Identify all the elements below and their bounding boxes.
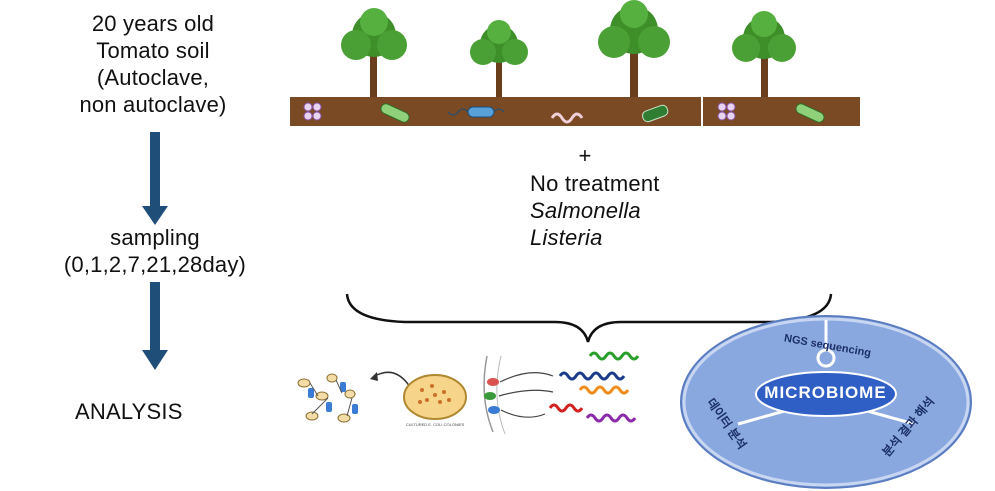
spore-icon [717, 102, 736, 121]
tree-icon [732, 11, 796, 98]
soil-line-1: 20 years old [91, 11, 215, 36]
soil-illustration [290, 0, 860, 126]
soil-line-4: non autoclave) [79, 92, 227, 117]
puzzle-center-label: MICROBIOME [764, 383, 887, 402]
cell-gel-icon [483, 355, 554, 435]
flagellated-bacterium-icon [447, 106, 505, 118]
sampling-block: sampling (0,1,2,7,21,28day) [20, 224, 290, 278]
sampling-label: sampling [110, 225, 200, 250]
petri-dish-icon [403, 374, 467, 420]
bacteria-cluster [297, 373, 358, 423]
spore-icon [303, 102, 322, 121]
tree-icon [598, 0, 670, 98]
soil-line-2: Tomato soil [96, 38, 210, 63]
sampling-days: (0,1,2,7,21,28day) [63, 252, 247, 277]
bacillus-icon [380, 103, 410, 123]
tree-icon [341, 8, 407, 98]
treatment-item-salmonella: Salmonella [530, 198, 641, 223]
plus-sign: + [578, 143, 592, 168]
soil-description: 20 years old Tomato soil (Autoclave, non… [28, 10, 278, 118]
treatment-item-none: No treatment [530, 171, 660, 196]
down-arrow-1 [142, 132, 168, 225]
microbiome-puzzle [680, 315, 972, 489]
treatment-list: No treatment Salmonella Listeria [530, 170, 790, 251]
bacillus-icon [795, 103, 825, 123]
rod-bacterium-icon [641, 104, 669, 123]
curved-arrow-icon [370, 371, 411, 388]
analysis-label: ANALYSIS [75, 399, 183, 424]
plate-caption: CULTURED E. COLI COLONIES [405, 422, 465, 427]
dna-sequences-icon [548, 351, 640, 423]
treatment-item-listeria: Listeria [530, 225, 603, 250]
tree-icon [470, 20, 528, 98]
soil-layer [290, 97, 860, 126]
spirochete-icon [550, 112, 584, 124]
soil-line-3: (Autoclave, [96, 65, 210, 90]
down-arrow-2 [142, 282, 168, 370]
